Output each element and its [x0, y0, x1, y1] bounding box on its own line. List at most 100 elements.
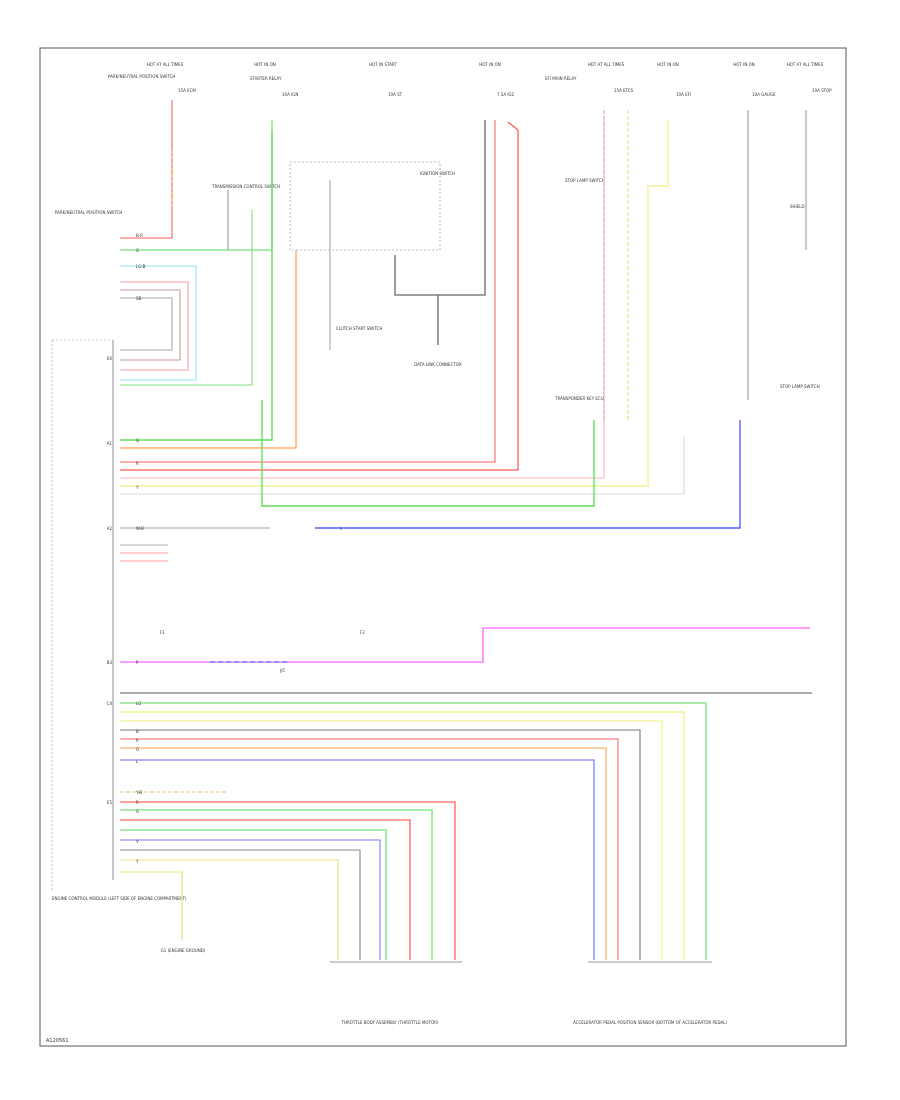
relay-label-1: STARTER RELAY	[250, 76, 282, 81]
wire-tb-1	[120, 801, 456, 960]
wire-tb-5	[120, 839, 381, 960]
connector-label-6: F1	[160, 630, 165, 635]
wire-ecm-feed	[120, 100, 173, 239]
fuse-label-3: 7.5A IG2	[497, 92, 515, 97]
wire-pink-3	[120, 120, 605, 479]
wire-label-6: P	[136, 660, 139, 665]
wire-gray-loop	[120, 297, 173, 351]
fuse-label-2: 10A ST	[388, 92, 403, 97]
wire-ecm-green-up	[120, 130, 273, 441]
wire-label-18: LG-B	[136, 264, 146, 269]
wire-label-4: LG	[136, 701, 141, 706]
header-label-4: HOT AT ALL TIMES	[588, 62, 625, 67]
connector-label-0: A1	[107, 441, 113, 446]
wire-app-1	[120, 702, 707, 960]
diagram-frame	[39, 47, 847, 1047]
wire-label-16: Y	[135, 859, 139, 864]
wire-app-3	[120, 720, 663, 960]
relay-labels: PARK/NEUTRAL POSITION SWITCH STARTER REL…	[108, 74, 820, 389]
wire-tb-7	[120, 859, 339, 960]
connector-label-8: J/C	[279, 668, 286, 673]
header-label-7: HOT AT ALL TIMES	[787, 62, 824, 67]
wire-app-5	[120, 738, 619, 960]
connector-label-2: B3	[107, 660, 113, 665]
wire-label-13: O	[136, 747, 139, 752]
wire-tb-4	[120, 829, 387, 960]
fuse-label-1: 10A IGN	[282, 92, 298, 97]
wire-label-5: L	[136, 759, 139, 764]
fuse-label-4: 15A ETCS	[614, 88, 634, 93]
wire-label-3: Y	[135, 485, 139, 490]
wire-label-10: Y-B	[135, 790, 142, 795]
connector-label-7: F2	[360, 630, 365, 635]
module-label-6: ACCELERATOR PEDAL POSITION SENSOR (BOTTO…	[573, 1020, 727, 1025]
wire-ground-g1	[120, 871, 183, 940]
module-labels: ENGINE CONTROL MODULE (LEFT SIDE OF ENGI…	[52, 178, 805, 1025]
wire-tb-2	[120, 809, 433, 960]
wire-label-8: W-B	[136, 526, 144, 531]
wire-label-15: V	[136, 839, 139, 844]
wire-tb-6	[120, 849, 361, 960]
wire-cyan-loop	[120, 265, 197, 381]
relay-label-0: PARK/NEUTRAL POSITION SWITCH	[108, 74, 175, 79]
module-label-2: TRANSMISSION CONTROL SWITCH	[211, 184, 280, 189]
header-label-0: HOT AT ALL TIMES	[147, 62, 184, 67]
connector-label-1: A2	[107, 526, 113, 531]
wire-label-11: B	[136, 729, 139, 734]
footer-code: A120561	[46, 1038, 69, 1044]
wire-app-7	[120, 759, 595, 960]
header-label-5: HOT IN ON	[657, 62, 678, 67]
relay-label-3: IGNITION SWITCH	[420, 171, 455, 176]
wire-magenta	[120, 627, 810, 663]
relay-label-4: STOP LAMP SWITCH	[780, 384, 820, 389]
wire-red-1	[120, 120, 496, 463]
wire-app-4	[120, 729, 641, 960]
module-label-8: G1 (ENGINE GROUND)	[161, 948, 206, 953]
module-label-7: DATA LINK CONNECTOR	[414, 362, 462, 367]
module-label-10: SHIELD	[790, 204, 805, 209]
wire-green-loop	[261, 400, 595, 507]
header-labels: HOT AT ALL TIMES HOT IN ON HOT IN START …	[147, 62, 824, 67]
module-label-4: TRANSPONDER KEY ECU	[554, 396, 604, 401]
wire-brown-loop	[120, 289, 181, 361]
module-label-3: CLUTCH START SWITCH	[336, 326, 382, 331]
wire-label-1: R	[136, 461, 139, 466]
wire-yellow	[120, 120, 669, 487]
module-label-1: PARK/NEUTRAL POSITION SWITCH	[55, 210, 122, 215]
header-label-3: HOT IN ON	[479, 62, 500, 67]
fuse-label-5: 10A EFI	[676, 92, 691, 97]
connector-labels: A1 A2 B3 C4 E5 E6 F1 F2 J/C	[107, 356, 366, 805]
module-label-0: ENGINE CONTROL MODULE (LEFT SIDE OF ENGI…	[52, 896, 187, 901]
wire-white	[120, 436, 685, 495]
fuse-label-0: 15A ECM	[178, 88, 196, 93]
wire-label-7: R	[136, 800, 139, 805]
wire-relay-black	[394, 120, 486, 296]
wire-label-17: G	[136, 248, 139, 253]
module-label-5: THROTTLE BODY ASSEMBLY (THROTTLE MOTOR)	[341, 1020, 439, 1025]
wire-label-9: L	[340, 526, 343, 531]
wire-orange	[120, 250, 297, 449]
connector-label-4: E5	[107, 800, 113, 805]
fuse-labels: 15A ECM 10A IGN 10A ST 7.5A IG2 15A ETCS…	[178, 88, 832, 97]
wire-green-short	[120, 210, 253, 386]
wire-labels: B-R R G Y LG L P R W-B L Y-B B R O G V Y…	[135, 233, 343, 864]
wire-label-2: G	[136, 438, 139, 443]
fuse-label-6: 10A GAUGE	[752, 92, 776, 97]
wire-red-2	[120, 121, 519, 471]
wire-app-6	[120, 747, 607, 960]
module-label-9: STOP LAMP SWITCH	[565, 178, 605, 183]
connector-label-5: E6	[107, 356, 113, 361]
wire-pink-loop	[120, 281, 189, 371]
wire-label-14: G	[136, 809, 139, 814]
relay-label-2: EFI MAIN RELAY	[545, 76, 577, 81]
wire-tb-3	[120, 819, 411, 960]
header-label-2: HOT IN START	[369, 62, 397, 67]
wire-blue	[315, 420, 741, 529]
wire-app-2	[120, 711, 685, 960]
wire-label-19: SB	[136, 296, 142, 301]
fuse-label-7: 10A STOP	[812, 88, 832, 93]
relay-box	[289, 161, 441, 251]
wire-label-12: R	[136, 738, 139, 743]
